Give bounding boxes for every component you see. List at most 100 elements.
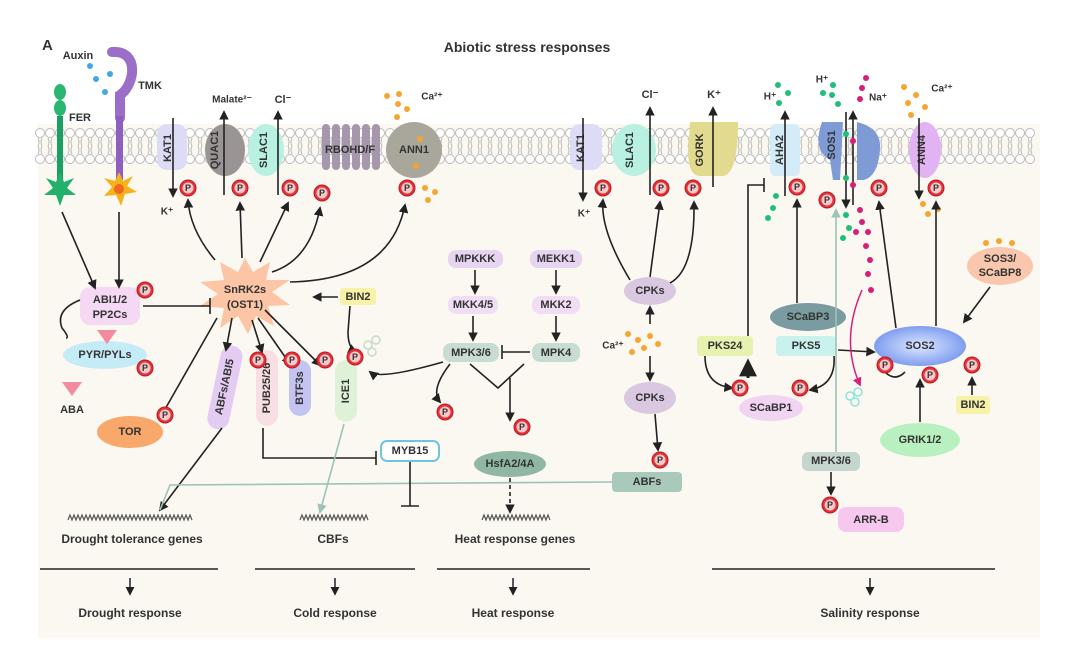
h-sos-label: H⁺: [816, 75, 829, 86]
bin2-right-label: BIN2: [960, 399, 985, 411]
lipid-tail: [297, 137, 303, 155]
mpkkk-label: MPKKK: [455, 253, 495, 265]
lipid-tail: [657, 137, 663, 155]
phosphorylation-icon-inner: [879, 359, 891, 371]
pub-node[interactable]: [256, 350, 278, 426]
lipid-tail: [947, 137, 953, 155]
mpk36-salinity-node[interactable]: [802, 452, 860, 471]
pks24-node[interactable]: [697, 336, 753, 356]
lipid-tail: [977, 137, 983, 155]
tmk-receptor: [104, 47, 138, 206]
mpkkk-node[interactable]: [448, 250, 503, 268]
lipid-head: [75, 128, 85, 138]
lipid-head: [75, 154, 85, 164]
lipid-head: [895, 128, 905, 138]
grik-node[interactable]: [880, 423, 960, 457]
lipid-tail: [77, 137, 83, 155]
lipid-tail: [47, 137, 53, 155]
snrk2s-label: SnRK2s: [224, 284, 266, 296]
lipid-head: [445, 154, 455, 164]
lipid-head: [985, 154, 995, 164]
phosphorylation-icon-inner: [821, 194, 833, 206]
cl-left-label: Cl⁻: [275, 94, 292, 106]
lipid-head: [305, 154, 315, 164]
lipid-tail: [457, 137, 463, 155]
lipid-head: [665, 128, 675, 138]
lipid-head: [515, 154, 525, 164]
btf3s-node[interactable]: [289, 360, 311, 416]
lipid-head: [1015, 128, 1025, 138]
ice1-label: ICE1: [340, 379, 352, 403]
mpk36-heat-node[interactable]: [443, 343, 499, 362]
cpks-bottom-label: CPKs: [635, 392, 664, 404]
quac1-label: QUAC1: [209, 131, 221, 170]
abfs-abi5-node[interactable]: [205, 344, 244, 432]
arrb-node[interactable]: [838, 507, 904, 532]
scabp3-node[interactable]: [770, 303, 846, 331]
salinity-response-label: Salinity response: [820, 606, 920, 620]
lipid-head: [965, 128, 975, 138]
kat1-right-channel: [570, 124, 602, 170]
abfs-cpk-label: ABFs: [633, 476, 662, 488]
cold-response-label: Cold response: [293, 606, 377, 620]
scabp8-label: SCaBP8: [979, 267, 1022, 279]
lipid-tail: [317, 137, 323, 155]
lipid-tail: [737, 137, 743, 155]
lipid-tail: [1017, 137, 1023, 155]
sos2-node[interactable]: [874, 326, 966, 366]
mkk45-node[interactable]: [448, 296, 498, 314]
lipid-head: [85, 154, 95, 164]
lipid-tail: [607, 137, 613, 155]
diagram-title: Abiotic stress responses: [444, 39, 611, 55]
lipid-head: [455, 154, 465, 164]
hsf-node[interactable]: [474, 451, 546, 477]
lipid-tail: [127, 137, 133, 155]
phosphorylation-icon-inner: [439, 406, 451, 418]
lipid-tail: [547, 137, 553, 155]
lipid-head: [995, 154, 1005, 164]
lipid-head: [495, 154, 505, 164]
mkk2-node[interactable]: [532, 296, 580, 314]
abi-pp2c-node[interactable]: [80, 287, 140, 325]
sos2-label: SOS2: [905, 340, 934, 352]
lipid-tail: [67, 137, 73, 155]
abfs-cpk-node[interactable]: [612, 472, 682, 492]
snrk2s-ost1-node[interactable]: [200, 258, 290, 334]
lipid-head: [95, 128, 105, 138]
tor-label: TOR: [118, 426, 141, 438]
scabp1-node[interactable]: [739, 395, 803, 421]
mpk4-node[interactable]: [532, 343, 580, 362]
h-aha-label: H⁺: [764, 92, 777, 103]
sos3-scabp8-node[interactable]: [967, 247, 1033, 285]
lipid-head: [105, 154, 115, 164]
phosphorylation-icon-inner: [284, 182, 296, 194]
pks5-label: PKS5: [792, 340, 821, 352]
phosphorylation-icon-inner: [791, 181, 803, 193]
cpks-bottom-node[interactable]: [624, 382, 676, 414]
phosphorylation-icon-inner: [687, 182, 699, 194]
phosphate-label: P: [237, 183, 243, 193]
bin2-left-node[interactable]: [340, 288, 376, 305]
phosphorylation-icon-inner: [234, 182, 246, 194]
mkk2-label: MKK2: [540, 299, 571, 311]
lipid-head: [995, 128, 1005, 138]
bin2-right-node[interactable]: [956, 396, 990, 414]
lipid-tail: [757, 137, 763, 155]
lipid-tail: [107, 137, 113, 155]
mekk1-node[interactable]: [530, 250, 582, 268]
myb15-node[interactable]: [380, 440, 440, 462]
cpks-top-node[interactable]: [624, 277, 676, 305]
lipid-head: [885, 154, 895, 164]
pks5-node[interactable]: [776, 336, 836, 356]
cl-right-label: Cl⁻: [642, 89, 659, 101]
lipid-head: [495, 128, 505, 138]
ice1-node[interactable]: [335, 360, 357, 422]
phosphorylation-icon-inner: [794, 382, 806, 394]
lipid-head: [1015, 154, 1025, 164]
lipid-tail: [807, 137, 813, 155]
tor-node[interactable]: [97, 416, 163, 448]
pyr-pyl-node[interactable]: [63, 341, 147, 369]
kat1-right-label: KAT1: [575, 134, 587, 162]
bin2-left-label: BIN2: [345, 291, 370, 303]
